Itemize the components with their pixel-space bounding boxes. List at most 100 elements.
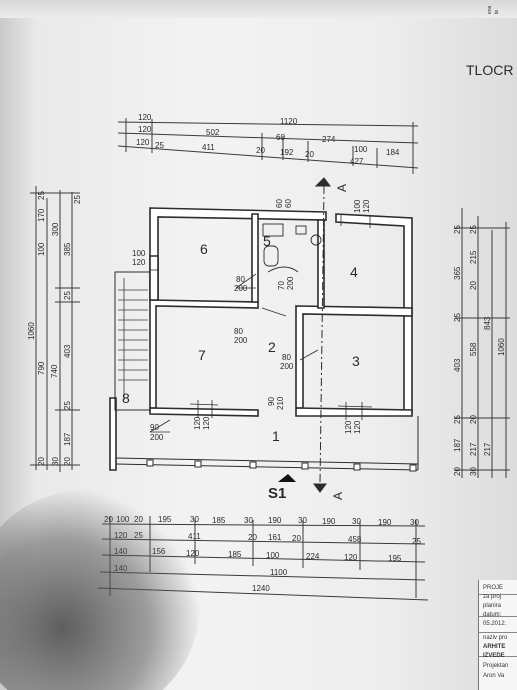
- bottom-dim-r1-30-b: 30: [244, 516, 253, 525]
- title-block-line-7: ARHITE: [483, 644, 506, 650]
- right-dim-1060: 1060: [497, 338, 506, 356]
- left-dim-25-top-b: 25: [73, 195, 82, 204]
- opening-60-60-b: 60: [284, 199, 293, 208]
- bottom-dim-r2-25-b: 25: [412, 537, 421, 546]
- left-dim-25-top-a: 25: [37, 191, 46, 200]
- left-dim-25-a: 25: [63, 291, 72, 300]
- left-dim-20-b: 20: [63, 457, 72, 466]
- top-dim-427: 427: [350, 157, 364, 166]
- left-dim-30: 30: [51, 457, 60, 466]
- sheet-title-fragment: TLOCR: [466, 62, 513, 78]
- sink-icon: [295, 225, 307, 235]
- bottom-dim-r2-20-a: 20: [248, 533, 257, 542]
- right-dim-217-a: 217: [469, 442, 478, 456]
- section-label-s1: S1: [268, 485, 286, 502]
- title-block-line-8: IZVEDE: [483, 653, 505, 659]
- opening-80-200-b-top: 80: [234, 327, 243, 336]
- right-dim-25-d: 25: [469, 225, 478, 234]
- right-dim-365: 365: [453, 266, 462, 280]
- right-dim-20-b: 20: [469, 281, 478, 290]
- title-block: PROJE za proj planira datum: 05.2012. na…: [478, 580, 517, 690]
- title-block-line-1: PROJE: [483, 585, 504, 591]
- right-dim-25-a: 25: [453, 225, 462, 234]
- top-dim-100: 100: [354, 145, 368, 154]
- bottom-dim-r1-30-a: 30: [190, 515, 199, 524]
- room-label-7: 7: [198, 347, 206, 363]
- top-dim-274: 274: [322, 135, 336, 144]
- top-dim-60: 60: [276, 133, 285, 142]
- top-dim-184: 184: [386, 148, 400, 157]
- room-label-2: 2: [268, 339, 276, 355]
- left-dim-300: 300: [51, 222, 60, 236]
- bottom-dim-r3-185: 185: [228, 550, 242, 559]
- opening-90-210-a: 90: [267, 397, 276, 406]
- left-dim-740: 740: [50, 364, 59, 378]
- top-dim-1120: 1120: [280, 117, 298, 126]
- opening-120-120-a2: 120: [202, 416, 211, 430]
- right-dim-25-c: 25: [453, 415, 462, 424]
- left-dim-20-a: 20: [37, 457, 46, 466]
- top-dim-25: 25: [155, 141, 164, 150]
- top-dim-120-c: 120: [136, 138, 150, 147]
- opening-60-60-a: 60: [275, 199, 284, 208]
- top-dimension-lines: [117, 118, 419, 174]
- opening-70-200-b: 200: [286, 276, 295, 290]
- bottom-dim-r3-100: 100: [266, 551, 280, 560]
- opening-80-200-a-bottom: 200: [234, 284, 248, 293]
- top-dim-120-a: 120: [138, 113, 152, 122]
- opening-70-200-a: 70: [277, 281, 286, 290]
- opening-100-120-top-a: 100: [353, 199, 362, 213]
- sheet-corner-fragment-1: ena: [487, 5, 493, 14]
- bottom-dim-r3-195: 195: [388, 554, 402, 563]
- right-dim-558: 558: [469, 342, 478, 356]
- section-label-a-bottom: A: [331, 492, 345, 500]
- opening-120-120-a1: 120: [193, 416, 202, 430]
- left-dimension-texts: 1060 790 740 170 300 100 385 25 403 25 1…: [27, 191, 82, 466]
- top-dimension-texts: 120 1120 120 502 60 274 120 25 411 20 19…: [136, 113, 400, 166]
- top-dim-20-b: 20: [305, 150, 314, 159]
- terrace-columns: [146, 459, 417, 472]
- top-dim-411: 411: [202, 143, 215, 152]
- top-dim-120-b: 120: [138, 125, 152, 134]
- right-dimension-lines: [455, 208, 510, 478]
- bottom-dim-r1-190-a: 190: [268, 516, 282, 525]
- terrace-edge: [115, 463, 419, 471]
- left-dim-170: 170: [37, 208, 46, 222]
- opening-80-200-b-bottom: 200: [234, 336, 248, 345]
- opening-100-120-left-bottom: 120: [132, 258, 146, 267]
- title-block-line-6: naziv pro: [483, 635, 508, 641]
- top-dim-192: 192: [280, 148, 294, 157]
- opening-100-120-left-top: 100: [132, 249, 146, 258]
- right-dim-403: 403: [453, 358, 462, 372]
- left-dim-25-b: 25: [63, 401, 72, 410]
- room-label-1: 1: [272, 428, 280, 444]
- bottom-dim-r1-30-e: 30: [410, 518, 419, 527]
- bottom-dim-r2-161: 161: [268, 533, 282, 542]
- right-dim-25-b: 25: [453, 313, 462, 322]
- bottom-dim-r5-1240: 1240: [252, 584, 270, 593]
- room-labels: 6 5 4 7 2 3 8 1: [122, 233, 360, 444]
- bottom-dim-r2-411: 411: [188, 532, 201, 541]
- bathroom-fixtures: [262, 223, 322, 273]
- left-dim-1060: 1060: [27, 322, 36, 340]
- room-label-8: 8: [122, 390, 130, 406]
- right-dim-20-c: 20: [469, 415, 478, 424]
- left-dim-790: 790: [37, 361, 46, 375]
- right-dim-843: 843: [483, 316, 492, 330]
- right-dim-30: 30: [469, 467, 478, 476]
- right-dim-20-a: 20: [453, 467, 462, 476]
- title-block-line-2: za proj: [483, 594, 502, 600]
- right-dim-187: 187: [453, 438, 462, 452]
- opening-labels: 100 120 80 200 80 200 80 200 90 200: [132, 249, 294, 442]
- title-block-line-3: planira: [483, 603, 502, 609]
- room-label-3: 3: [352, 353, 360, 369]
- opening-90-210-b: 210: [276, 396, 285, 410]
- sheet-corner-fragment-2: te: [494, 10, 500, 14]
- bottom-dim-r2-458: 458: [348, 535, 362, 544]
- door-and-window-marks: [149, 214, 373, 433]
- opening-120-120-b2: 120: [353, 420, 362, 434]
- left-dim-403: 403: [63, 344, 72, 358]
- opening-80-200-c-top: 80: [282, 353, 291, 362]
- sheet-top-edge: [0, 0, 517, 18]
